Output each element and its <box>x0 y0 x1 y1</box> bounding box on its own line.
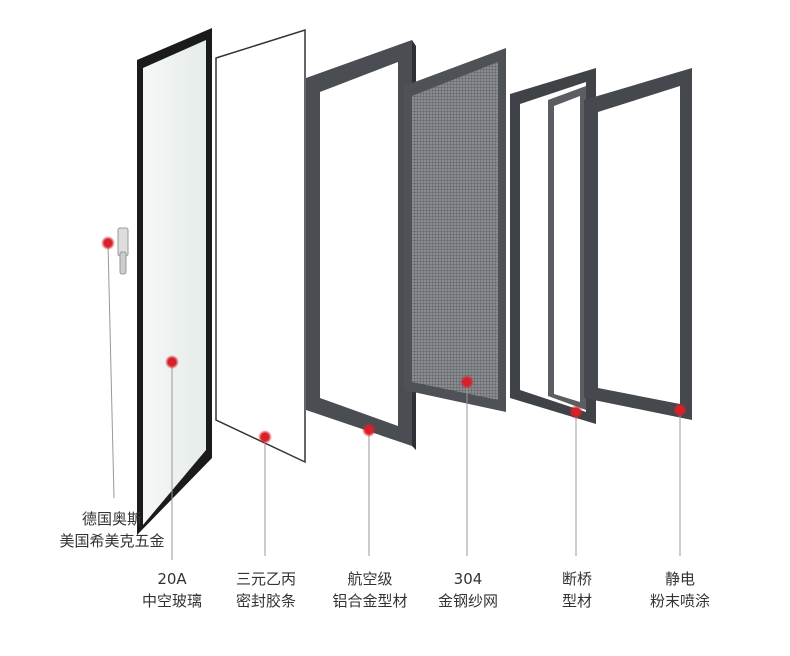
label-line: 美国希美克五金 <box>59 532 165 550</box>
window-handle <box>117 227 129 275</box>
glass-panel <box>137 28 212 535</box>
markers <box>101 236 687 444</box>
marker-thermal-break <box>569 405 583 419</box>
screen-panel <box>404 48 506 412</box>
marker-glass <box>165 355 179 369</box>
label-line: 航空级 <box>347 570 393 588</box>
label-screen: 304 金钢纱网 <box>438 568 498 612</box>
label-aluminum: 航空级 铝合金型材 <box>332 568 407 612</box>
label-powder-coat: 静电 粉末喷涂 <box>650 568 710 612</box>
label-thermal-break: 断桥 型材 <box>562 568 592 612</box>
marker-sealant <box>258 430 272 444</box>
label-hardware: 德国奥斯 美国希美克五金 <box>59 508 164 552</box>
thermal-break-frame <box>510 68 596 424</box>
label-line: 德国奥斯 <box>81 510 143 528</box>
sealant-panel <box>215 28 306 464</box>
label-line: 密封胶条 <box>235 592 297 610</box>
label-line: 金钢纱网 <box>437 592 499 610</box>
aluminum-frame <box>306 40 416 450</box>
label-line: 粉末喷涂 <box>649 592 711 610</box>
label-line: 三元乙丙 <box>235 570 297 588</box>
powder-coat-frame <box>584 68 692 420</box>
marker-screen <box>460 375 474 389</box>
label-glass: 20A 中空玻璃 <box>142 568 202 612</box>
leader-lines <box>107 242 681 560</box>
label-line: 铝合金型材 <box>332 592 408 610</box>
marker-aluminum <box>362 423 376 437</box>
label-line: 静电 <box>664 570 696 588</box>
marker-hardware <box>101 236 115 250</box>
label-sealant: 三元乙丙 密封胶条 <box>236 568 296 612</box>
marker-powder-coat <box>673 403 687 417</box>
label-line: 20A <box>157 570 187 588</box>
label-line: 型材 <box>561 592 593 610</box>
label-line: 断桥 <box>561 570 593 588</box>
label-line: 中空玻璃 <box>141 592 203 610</box>
label-line: 304 <box>453 570 483 588</box>
